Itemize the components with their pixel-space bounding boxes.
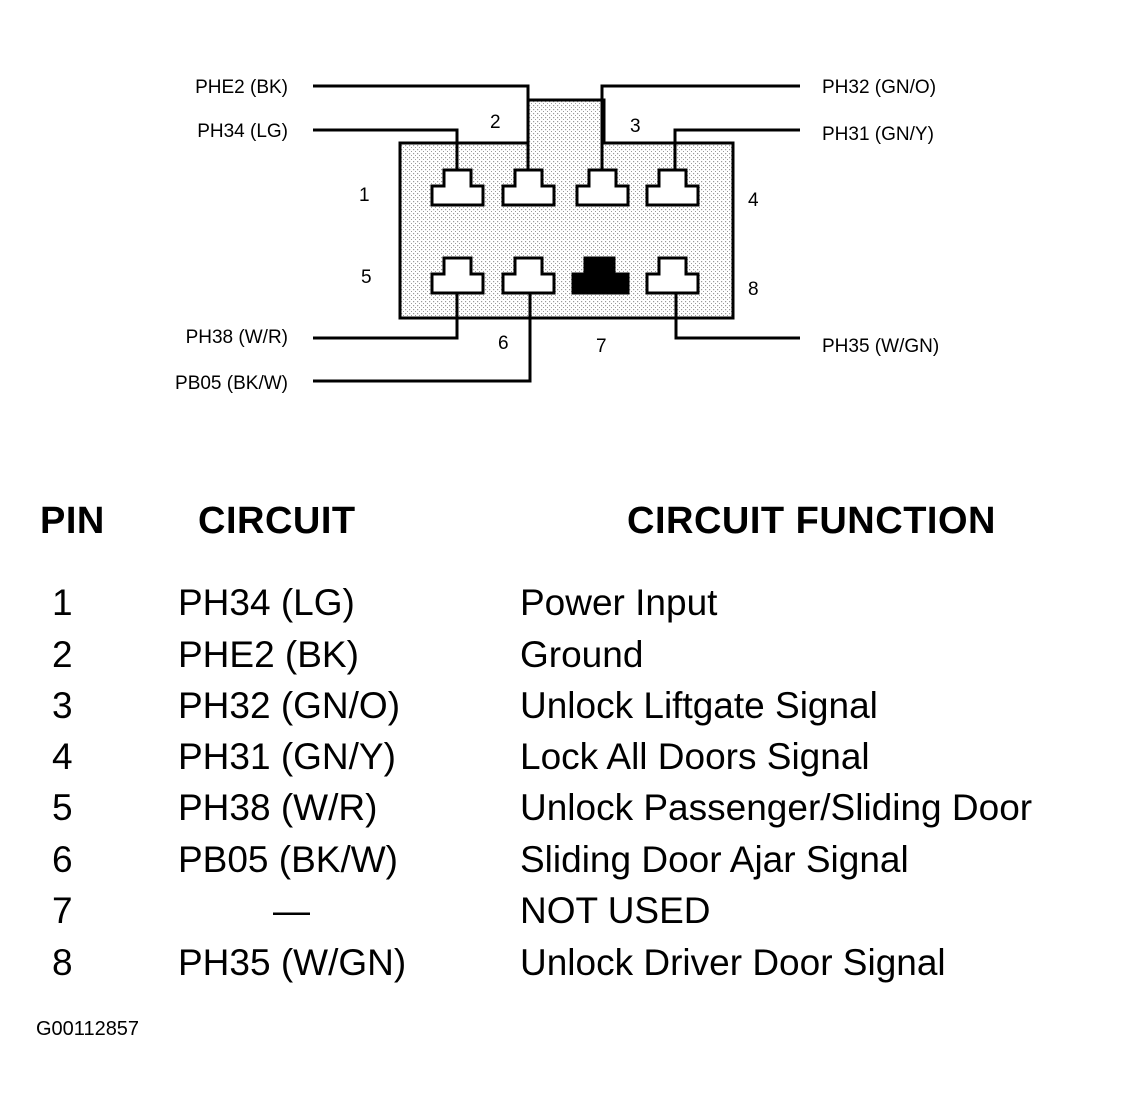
cavity-number-8: 8 bbox=[748, 279, 759, 300]
wire-label-pin-8: PH35 (W/GN) bbox=[822, 336, 939, 357]
cavity-number-3: 3 bbox=[630, 116, 641, 137]
terminal-2 bbox=[501, 168, 556, 207]
function-cell: Lock All Doors Signal bbox=[520, 736, 870, 777]
circuit-cell: PH31 (GN/Y) bbox=[178, 736, 396, 777]
figure-reference-code: G00112857 bbox=[36, 1018, 140, 1040]
wire-pin-2 bbox=[313, 84, 530, 170]
function-cell: Power Input bbox=[520, 582, 718, 623]
cavity-number-6: 6 bbox=[498, 333, 509, 354]
circuit-cell: PH34 (LG) bbox=[178, 582, 355, 623]
wire-label-pin-3: PH32 (GN/O) bbox=[822, 77, 936, 98]
pin-cell: 8 bbox=[52, 942, 73, 983]
pin-cell: 2 bbox=[52, 634, 73, 675]
cavity-number-4: 4 bbox=[748, 190, 759, 211]
pin-cell: 7 bbox=[52, 890, 73, 931]
cavity-number-2: 2 bbox=[490, 112, 501, 133]
cavity-number-5: 5 bbox=[361, 267, 372, 288]
function-cell: Unlock Passenger/Sliding Door bbox=[520, 787, 1033, 828]
table-row: 1 PH34 (LG) Power Input bbox=[0, 582, 1141, 634]
terminal-7-blocked bbox=[571, 256, 630, 295]
pin-cell: 6 bbox=[52, 839, 73, 880]
terminal-4 bbox=[645, 168, 700, 207]
function-cell: Unlock Liftgate Signal bbox=[520, 685, 878, 726]
terminal-6 bbox=[501, 256, 556, 295]
circuit-cell: — bbox=[273, 890, 310, 931]
function-cell: Sliding Door Ajar Signal bbox=[520, 839, 909, 880]
table-row: 4 PH31 (GN/Y) Lock All Doors Signal bbox=[0, 736, 1141, 788]
wire-label-pin-4: PH31 (GN/Y) bbox=[822, 124, 934, 145]
table-row: 7 — NOT USED bbox=[0, 890, 1141, 942]
wire-pin-6 bbox=[313, 293, 532, 383]
terminal-3 bbox=[575, 168, 630, 207]
wire-pin-3 bbox=[600, 84, 800, 170]
header-circuit: CIRCUIT bbox=[198, 500, 356, 542]
function-cell: Ground bbox=[520, 634, 644, 675]
table-row: 8 PH35 (W/GN) Unlock Driver Door Signal bbox=[0, 942, 1141, 994]
circuit-cell: PH35 (W/GN) bbox=[178, 942, 407, 983]
wire-label-pin-5: PH38 (W/R) bbox=[186, 327, 288, 348]
pin-cell: 3 bbox=[52, 685, 73, 726]
terminal-5 bbox=[430, 256, 485, 295]
terminal-8 bbox=[645, 256, 700, 295]
wire-label-pin-1: PH34 (LG) bbox=[197, 121, 288, 142]
terminal-1 bbox=[430, 168, 485, 207]
cavity-number-1: 1 bbox=[359, 185, 370, 206]
pin-cell: 4 bbox=[52, 736, 73, 777]
circuit-cell: PH32 (GN/O) bbox=[178, 685, 401, 726]
wire-pin-5 bbox=[313, 293, 459, 340]
wire-label-pin-6: PB05 (BK/W) bbox=[175, 373, 288, 394]
table-row: 2 PHE2 (BK) Ground bbox=[0, 634, 1141, 686]
wire-pin-4 bbox=[673, 128, 800, 170]
connector-diagram: PHE2 (BK) PH34 (LG) PH32 (GN/O) PH31 (GN… bbox=[175, 77, 939, 394]
function-cell: NOT USED bbox=[520, 890, 711, 931]
table-row: 3 PH32 (GN/O) Unlock Liftgate Signal bbox=[0, 685, 1141, 737]
cavity-number-7: 7 bbox=[596, 336, 607, 357]
circuit-cell: PH38 (W/R) bbox=[178, 787, 378, 828]
header-pin: PIN bbox=[40, 500, 105, 542]
circuit-cell: PHE2 (BK) bbox=[178, 634, 359, 675]
pin-cell: 1 bbox=[52, 582, 73, 623]
circuit-cell: PB05 (BK/W) bbox=[178, 839, 398, 880]
table-row: 5 PH38 (W/R) Unlock Passenger/Sliding Do… bbox=[0, 787, 1141, 839]
pin-cell: 5 bbox=[52, 787, 73, 828]
function-cell: Unlock Driver Door Signal bbox=[520, 942, 946, 983]
wire-label-pin-2: PHE2 (BK) bbox=[195, 77, 288, 98]
header-circuit-function: CIRCUIT FUNCTION bbox=[627, 500, 996, 542]
table-row: 6 PB05 (BK/W) Sliding Door Ajar Signal bbox=[0, 839, 1141, 891]
wire-pin-1 bbox=[313, 128, 459, 170]
wire-pin-8 bbox=[674, 293, 800, 340]
